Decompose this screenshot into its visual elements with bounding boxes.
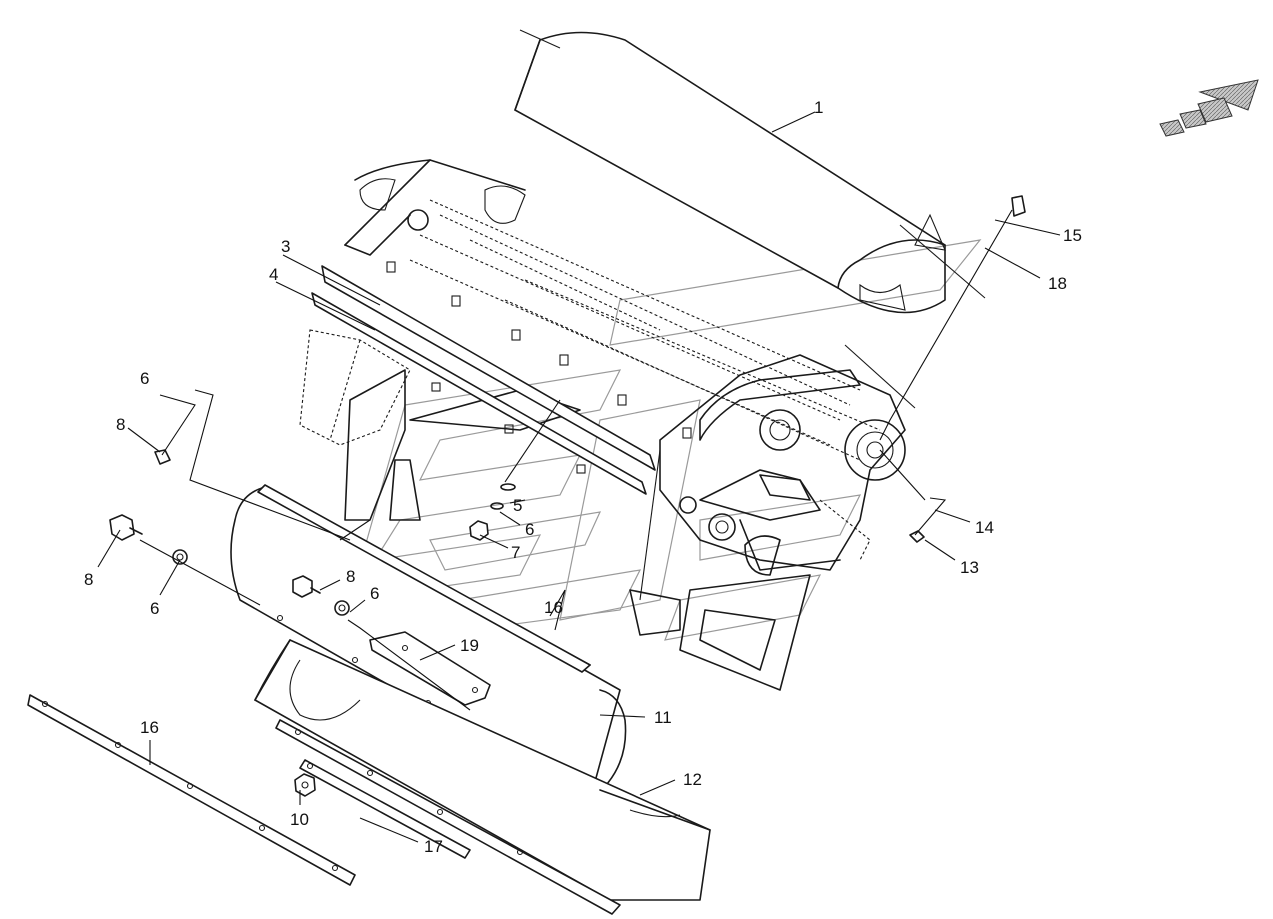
callout-11: 11 [654,708,672,727]
upper-cover-part-1 [514,29,986,314]
strip-part-17 [275,719,621,915]
callout-7: 7 [511,543,520,562]
nut-10 [294,773,316,797]
callout-17: 17 [424,837,443,856]
callout-8-upper: 8 [116,415,125,434]
fastener-stack [469,399,561,541]
direction-arrow-icon [1159,79,1259,137]
callout-8-mid: 8 [346,567,355,586]
callout-6-mid: 6 [370,584,379,603]
callout-8-left: 8 [84,570,93,589]
bottom-cover-part-12 [254,639,711,901]
callout-6-left: 6 [150,599,159,618]
callout-13: 13 [960,558,979,577]
callout-10: 10 [290,810,309,829]
bolt-8-left [109,514,143,541]
callout-16-upper: 16 [544,598,563,617]
strip-part-16-lower [27,694,356,886]
callout-6-center: 6 [525,520,534,539]
callout-3: 3 [281,237,290,256]
callout-1: 1 [814,98,823,117]
callout-6-upper: 6 [140,369,149,388]
callout-labels: 1 3 4 5 6 6 6 6 7 8 8 8 10 11 12 13 14 1… [84,98,1082,856]
callout-5: 5 [513,496,522,515]
callout-15: 15 [1063,226,1082,245]
callout-14: 14 [975,518,994,537]
callout-18: 18 [1048,274,1067,293]
callout-16-lower: 16 [140,718,159,737]
callout-12: 12 [683,770,702,789]
bolt-15 [1011,195,1026,217]
leader-lines [97,111,1061,843]
nut-13 [909,530,925,543]
callout-19: 19 [460,636,479,655]
strip-part-3 [321,265,656,471]
strip-part-16-upper [257,484,591,673]
watermark-logo [349,239,982,641]
callout-4: 4 [269,265,278,284]
bolt-8-upper [154,449,171,465]
bracket-part-19 [369,631,491,706]
drive-assembly [629,344,916,691]
washer-6-mid [334,600,350,616]
bolt-8-mid [292,575,321,598]
